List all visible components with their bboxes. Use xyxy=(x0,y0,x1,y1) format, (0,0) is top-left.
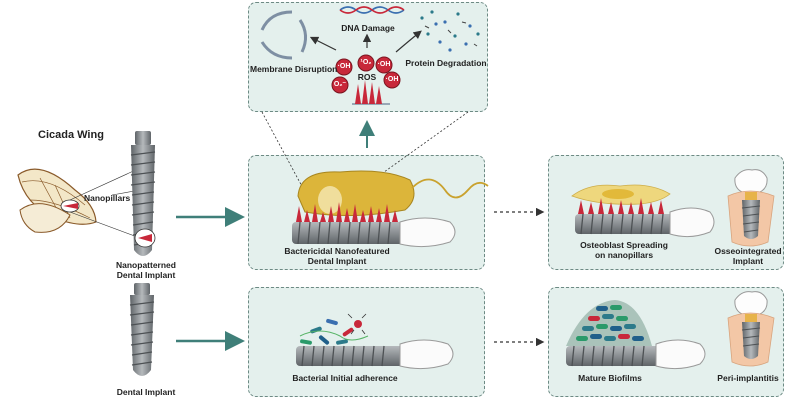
protein-fragments xyxy=(420,10,480,52)
cicada-wing-label: Cicada Wing xyxy=(38,129,104,141)
dna-damage-label: DNA Damage xyxy=(341,23,395,33)
radical-label: O₂⁻ xyxy=(333,81,347,88)
ros-radicals xyxy=(331,54,401,94)
adherent-bacteria xyxy=(299,313,369,345)
cicada-wing-illustration xyxy=(17,168,97,233)
radical-label: ·OH xyxy=(337,63,351,70)
radical-label: ·OH xyxy=(377,61,391,68)
bacterial-adherence-panel xyxy=(248,287,485,397)
biofilm-mass xyxy=(566,300,652,346)
membrane-fragments xyxy=(260,10,307,60)
dental-implant-label: Dental Implant xyxy=(116,387,176,397)
bacterium-cell xyxy=(297,170,489,217)
peri-implantitis-label: Peri-implantitis xyxy=(717,373,779,383)
nanopatterned-implant-illustration xyxy=(130,131,156,256)
dna-helix xyxy=(339,6,405,14)
biofilm-implant-body xyxy=(566,339,706,370)
osteoblast-cell xyxy=(571,184,671,205)
nanofeatured-implant-body xyxy=(292,217,456,248)
bacterial-adherence-label: Bacterial Initial adherence xyxy=(292,373,398,383)
radical-label: ·OH xyxy=(385,76,399,83)
osteoblast-implant-body xyxy=(575,198,715,238)
peri-implantitis-implant xyxy=(727,291,775,367)
mature-biofilms-label: Mature Biofilms xyxy=(578,373,642,383)
adherence-implant-body xyxy=(296,339,454,370)
ros-spikes xyxy=(352,80,390,105)
membrane-disruption-label: Membrane Disruption xyxy=(250,64,338,74)
ros-label: ROS xyxy=(357,72,377,82)
protein-degradation-label: Protein Degradation xyxy=(405,58,487,68)
nanopillars-label: Nanopillars xyxy=(84,193,131,203)
radical-label: ¹O₂ xyxy=(360,59,372,66)
osseointegrated-implant xyxy=(727,169,775,247)
dental-implant-illustration xyxy=(129,283,155,376)
nanopillars-middle xyxy=(296,202,398,222)
